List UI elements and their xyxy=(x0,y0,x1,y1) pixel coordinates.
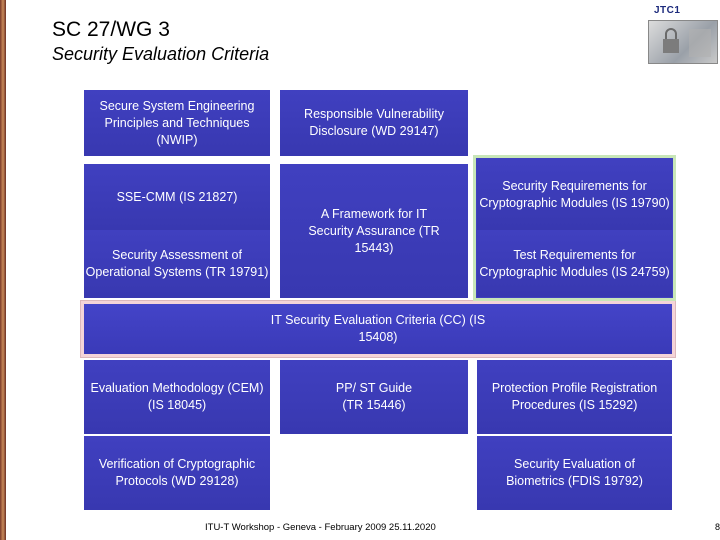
box-it-framework-label: A Framework for IT Security Assurance (T… xyxy=(280,206,468,257)
box-sse-principles-label: Secure System Engineering Principles and… xyxy=(84,98,270,149)
lock-icon xyxy=(649,21,717,63)
slide-subtitle: Security Evaluation Criteria xyxy=(52,44,269,65)
box-pp-st: PP/ ST Guide (TR 15446) xyxy=(280,360,468,434)
lock-keyboard-photo xyxy=(648,20,718,64)
box-sse-cmm-label: SSE-CMM (IS 21827) xyxy=(117,189,238,206)
page-number: 8 xyxy=(715,522,720,532)
box-crypto-protocols: Verification of Cryptographic Protocols … xyxy=(84,436,270,510)
box-pp-st-label: PP/ ST Guide (TR 15446) xyxy=(334,380,414,414)
box-crypto-modules-label: Security Requirements for Cryptographic … xyxy=(477,178,672,212)
box-sse-principles: Secure System Engineering Principles and… xyxy=(84,90,270,156)
box-it-framework: A Framework for IT Security Assurance (T… xyxy=(280,164,468,298)
box-sec-assessment: Security Assessment of Operational Syste… xyxy=(84,230,270,298)
left-decorative-bar xyxy=(0,0,6,540)
box-cc-label: IT Security Evaluation Criteria (CC) (IS… xyxy=(258,312,498,346)
jtc1-logo: JTC1 xyxy=(654,5,714,19)
box-crypto-protocols-label: Verification of Cryptographic Protocols … xyxy=(84,456,270,490)
box-pp-registration-label: Protection Profile Registration Procedur… xyxy=(477,380,672,414)
box-cem: Evaluation Methodology (CEM) (IS 18045) xyxy=(84,360,270,434)
footer-text: ITU-T Workshop - Geneva - February 2009 … xyxy=(205,522,436,533)
box-test-requirements: Test Requirements for Cryptographic Modu… xyxy=(477,230,672,297)
box-vuln-disclosure: Responsible Vulnerability Disclosure (WD… xyxy=(280,90,468,156)
box-pp-registration: Protection Profile Registration Procedur… xyxy=(477,360,672,434)
box-biometrics-label: Security Evaluation of Biometrics (FDIS … xyxy=(495,456,655,490)
slide-title: SC 27/WG 3 xyxy=(52,18,170,42)
logo-text: JTC1 xyxy=(654,5,680,16)
box-cem-label: Evaluation Methodology (CEM) (IS 18045) xyxy=(84,380,270,414)
box-vuln-disclosure-label: Responsible Vulnerability Disclosure (WD… xyxy=(280,106,468,140)
box-test-requirements-label: Test Requirements for Cryptographic Modu… xyxy=(477,247,672,281)
box-crypto-modules: Security Requirements for Cryptographic … xyxy=(477,160,672,230)
box-cc: IT Security Evaluation Criteria (CC) (IS… xyxy=(84,304,672,354)
box-sec-assessment-label: Security Assessment of Operational Syste… xyxy=(84,247,270,281)
box-sse-cmm: SSE-CMM (IS 21827) xyxy=(84,164,270,230)
box-biometrics: Security Evaluation of Biometrics (FDIS … xyxy=(477,436,672,510)
